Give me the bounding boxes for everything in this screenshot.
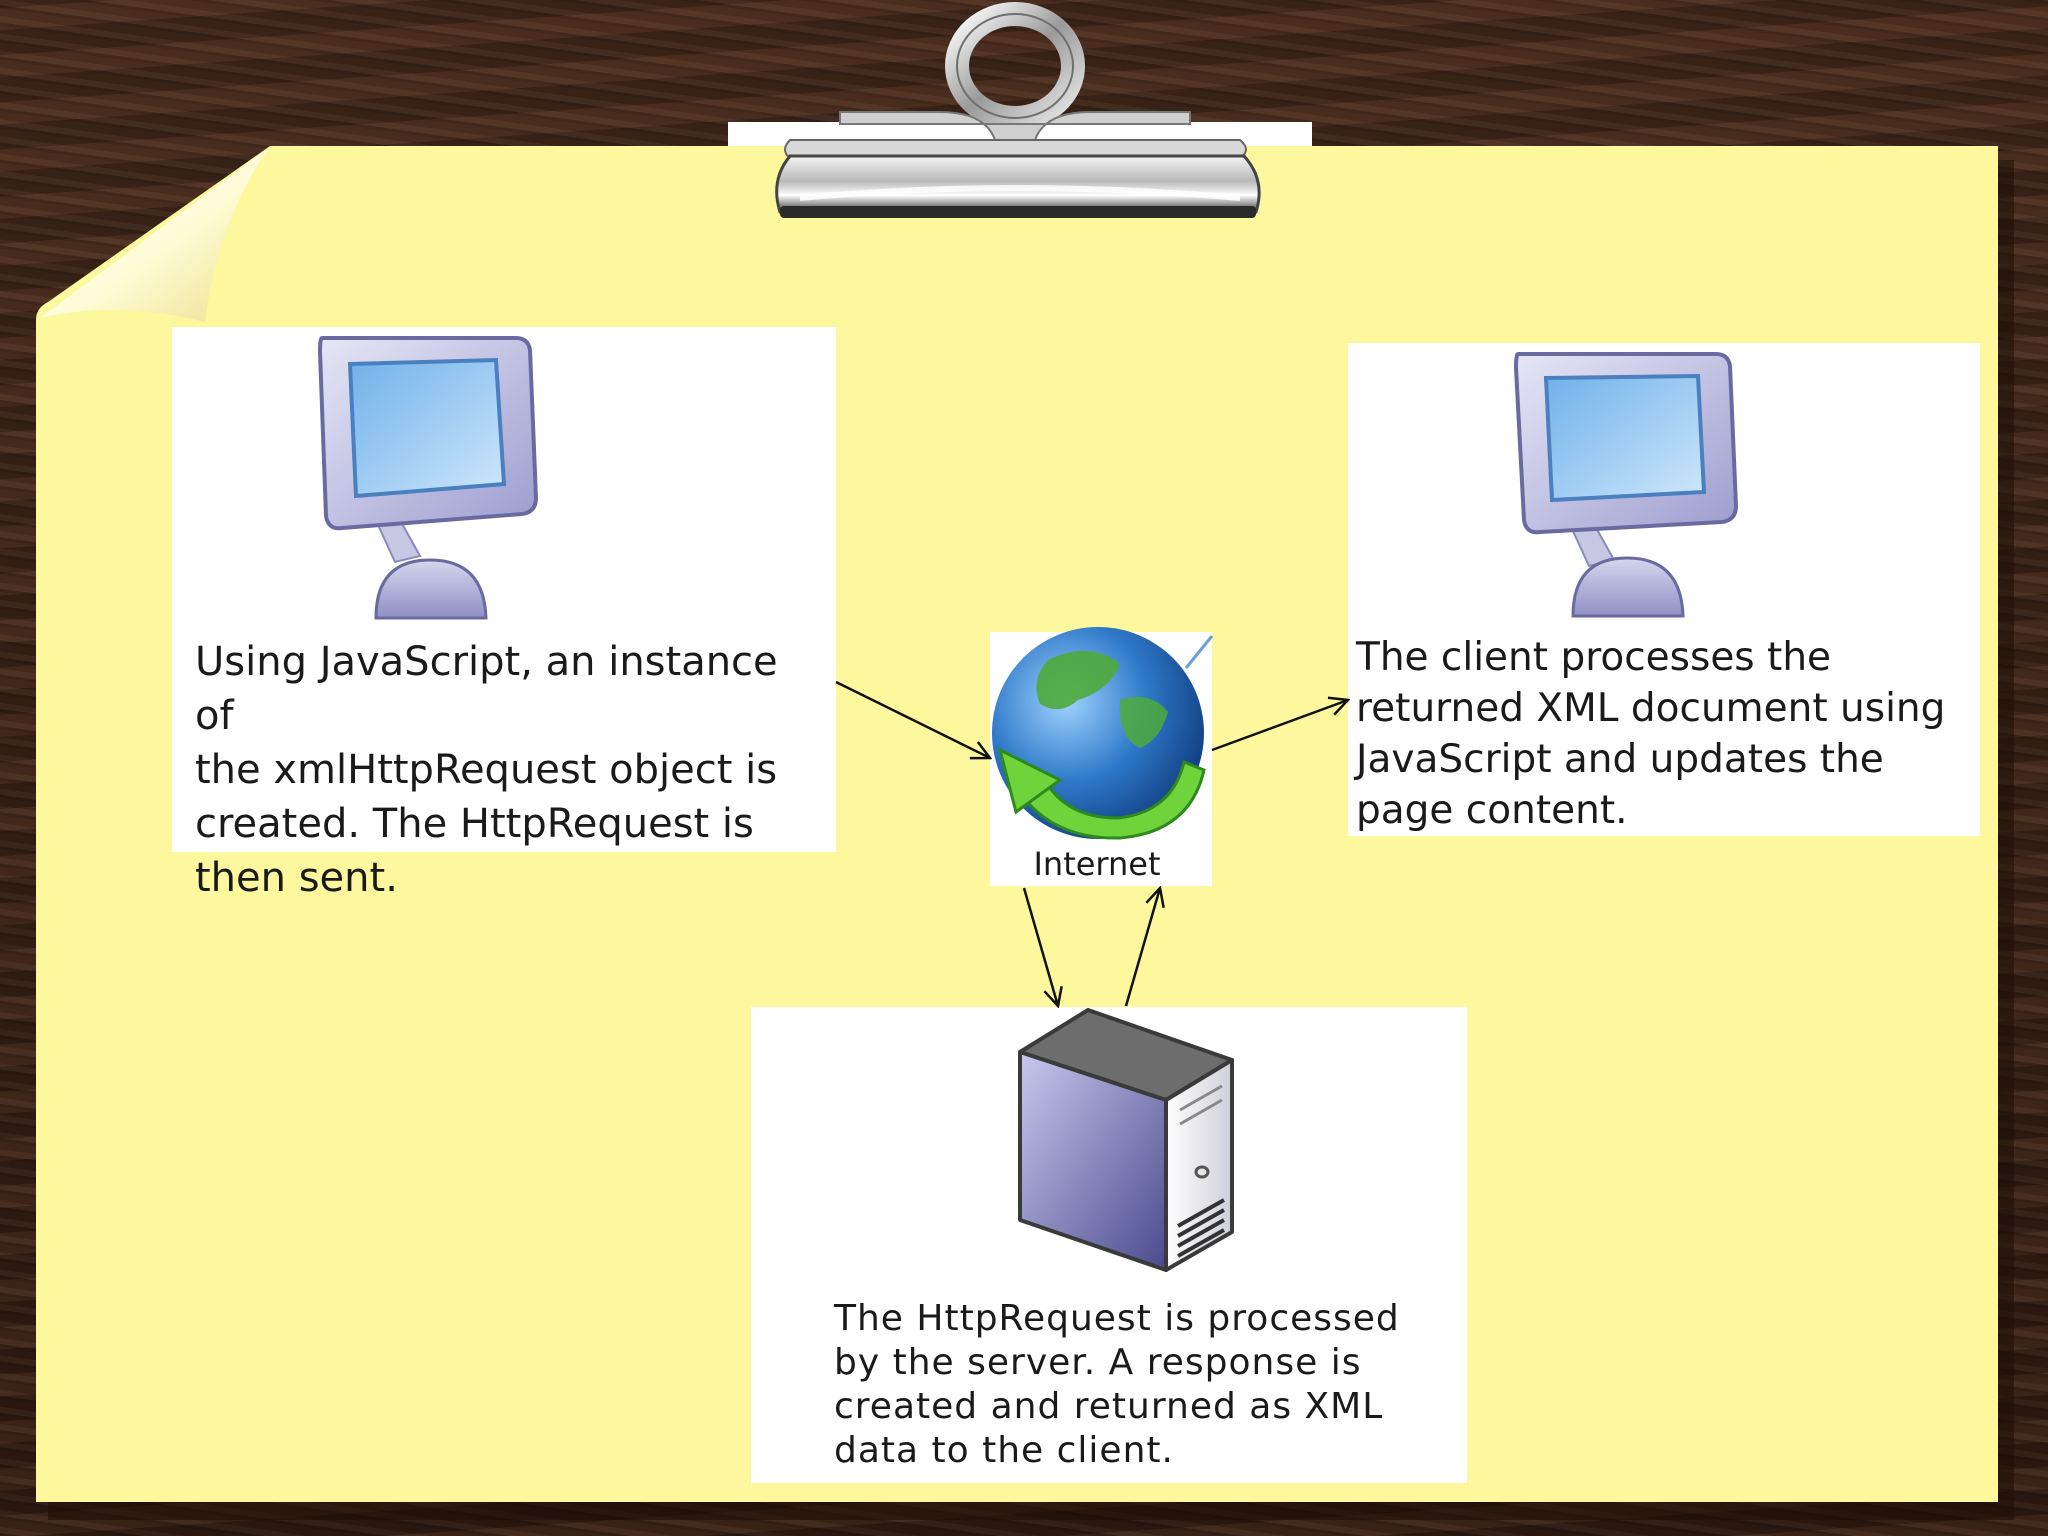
globe-icon: [992, 627, 1214, 840]
request-arrow: [835, 680, 990, 758]
monitor-icon: [1513, 352, 1739, 618]
server-text: The HttpRequest is processed by the serv…: [834, 1298, 1400, 1471]
to-server-arrow: [1022, 887, 1058, 1006]
server-icon: [1018, 1008, 1234, 1272]
client-request-text: Using JavaScript, an instance of the xml…: [195, 639, 778, 901]
paper-clip-icon: [775, 2, 1261, 218]
from-server-arrow: [1124, 888, 1160, 1007]
monitor-icon: [317, 336, 539, 620]
client-result-text: The client processes the returned XML do…: [1356, 635, 1946, 833]
internet-label: Internet: [1033, 845, 1161, 883]
paper-fold: [40, 148, 268, 322]
response-arrow: [1211, 700, 1348, 752]
